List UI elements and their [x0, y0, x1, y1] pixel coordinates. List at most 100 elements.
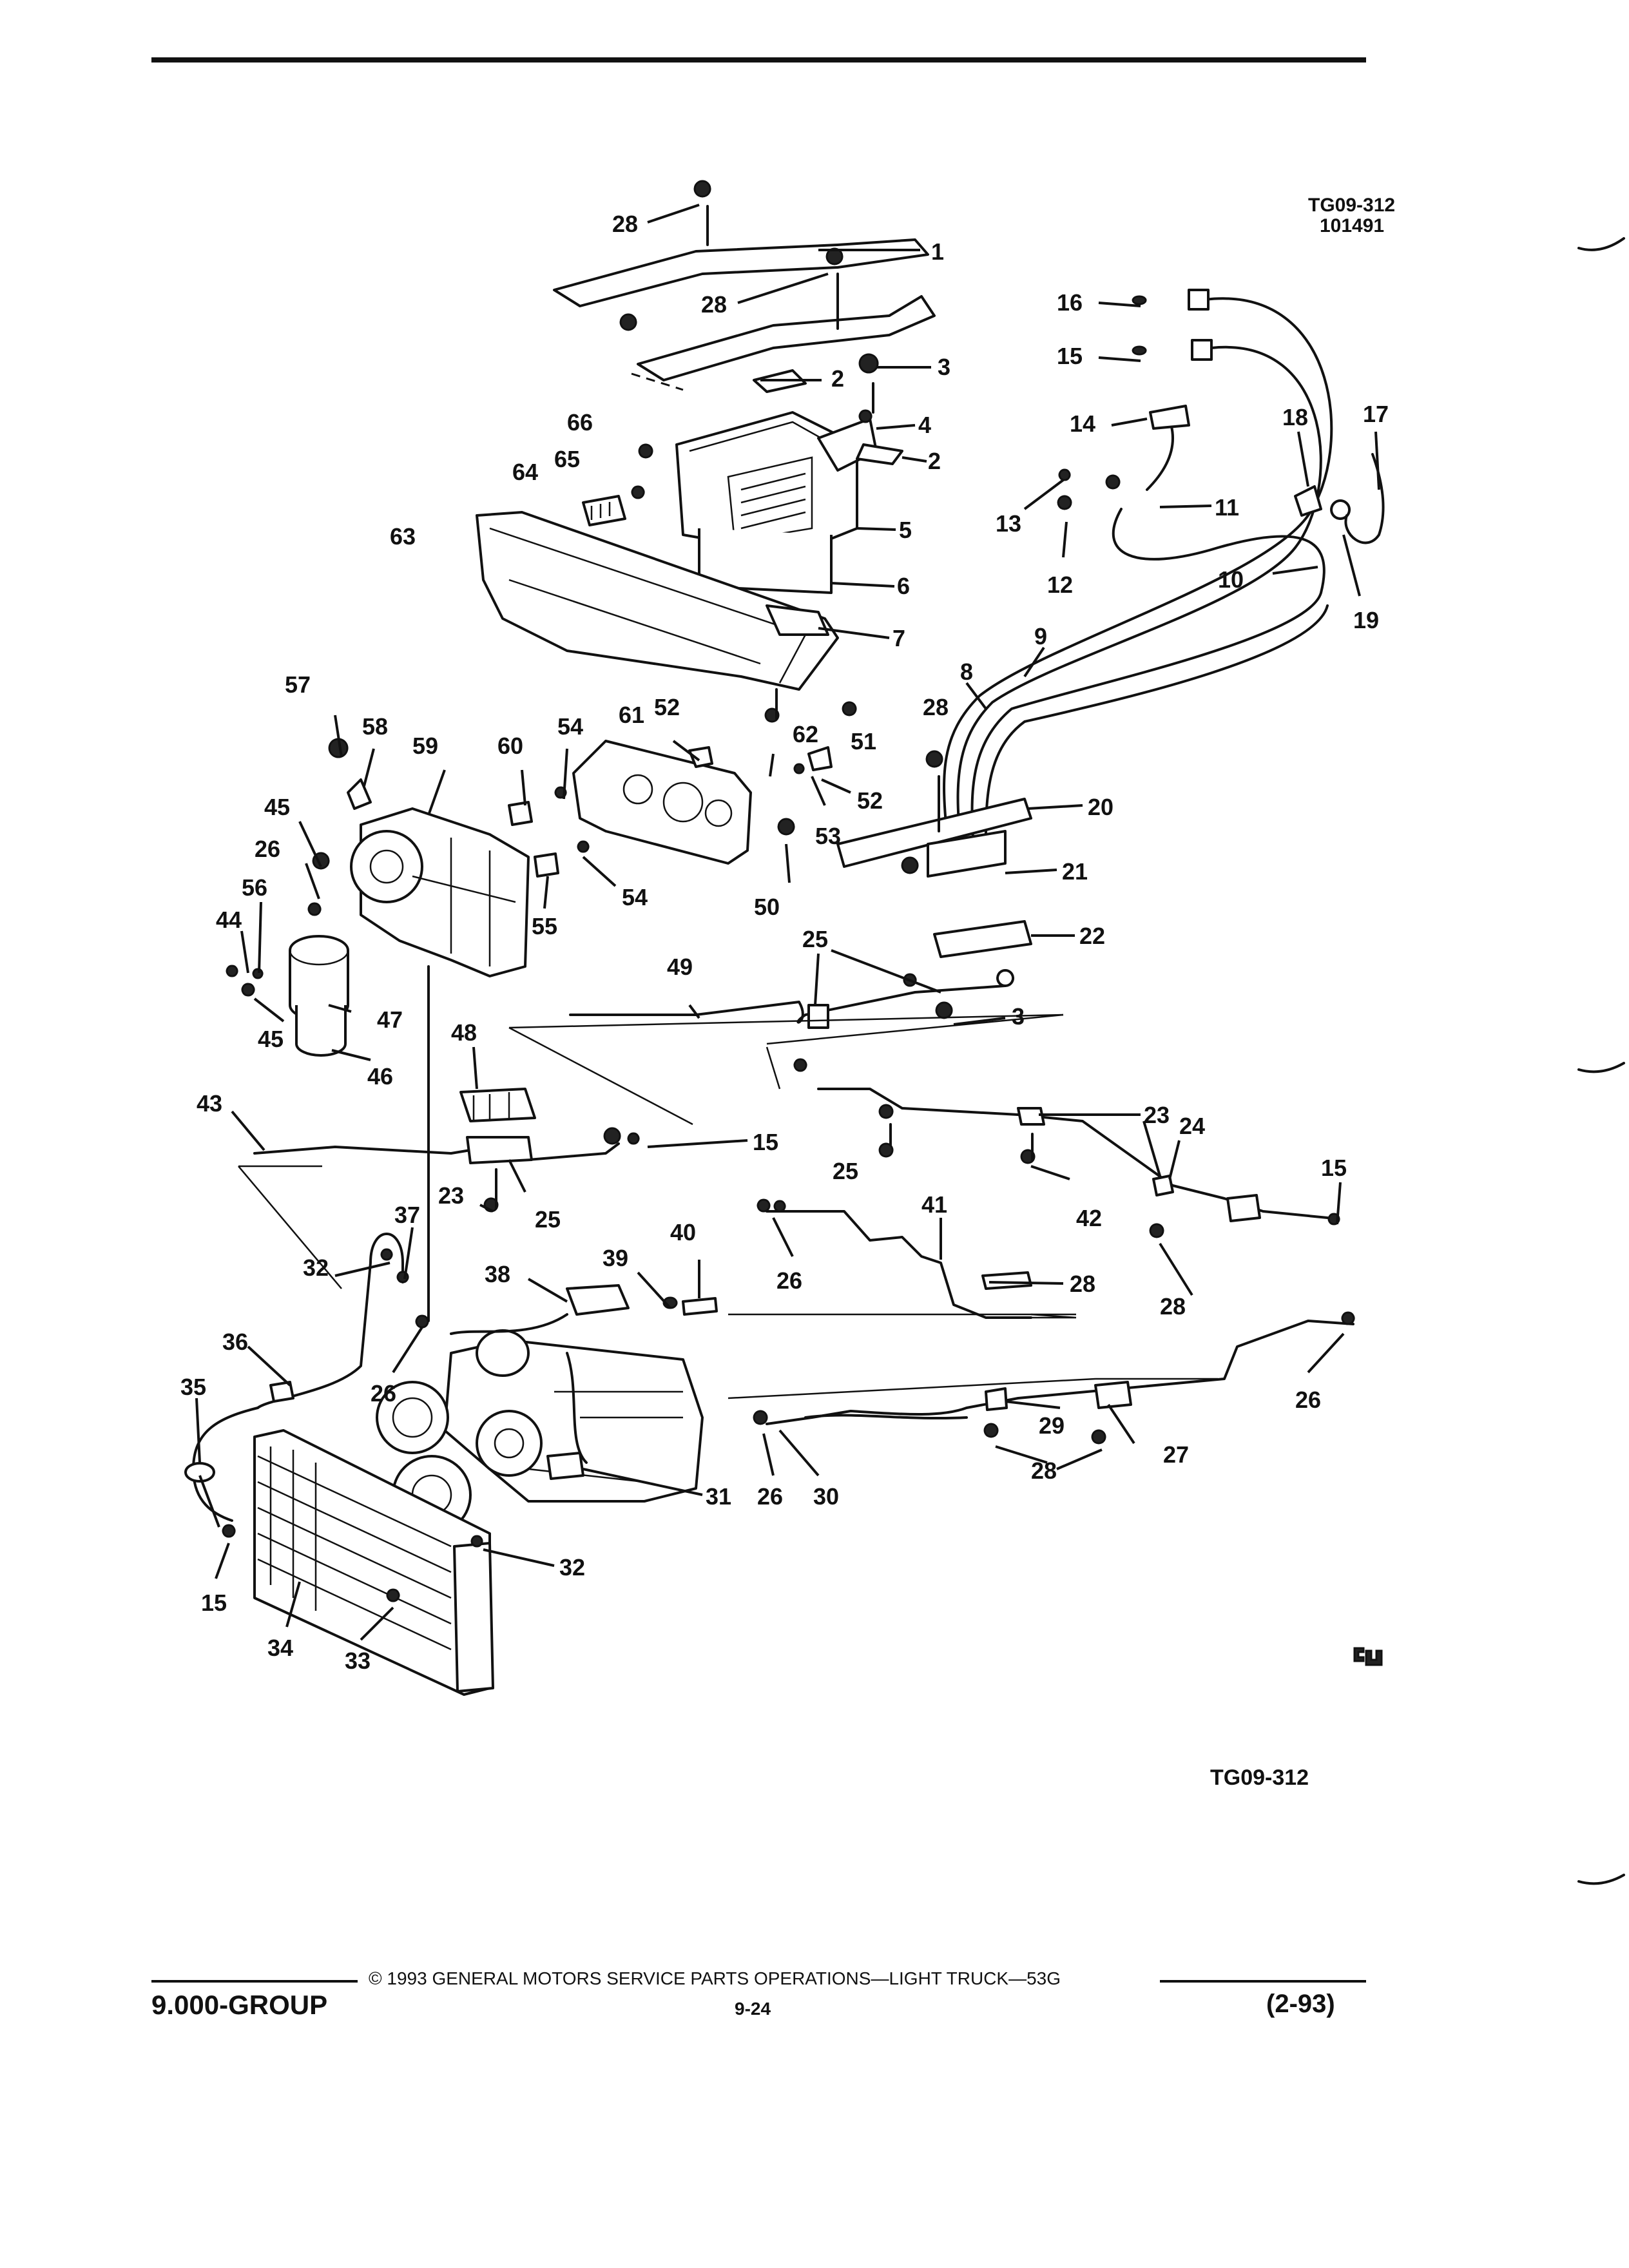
condenser: [184, 1233, 494, 1696]
callout-28-right: 28: [1160, 1293, 1186, 1320]
blower-housing: [312, 738, 530, 977]
callout-52-lower: 52: [857, 787, 883, 814]
control-head: [508, 740, 833, 878]
callout-41: 41: [921, 1191, 947, 1218]
callout-47: 47: [377, 1006, 403, 1033]
callout-7: 7: [892, 625, 905, 651]
footer-copyright: © 1993 GENERAL MOTORS SERVICE PARTS OPER…: [369, 1968, 1061, 1988]
diagram-id-bottom: TG09-312: [1210, 1765, 1309, 1790]
evaporator-module: [675, 353, 903, 594]
callout-58: 58: [362, 713, 388, 740]
callout-2-lower: 2: [928, 448, 941, 474]
callout-28-center: 28: [1070, 1271, 1095, 1297]
callout-49: 49: [667, 954, 693, 980]
callout-62: 62: [793, 721, 818, 747]
callout-43: 43: [197, 1090, 222, 1117]
callout-26-condenser: 26: [371, 1380, 396, 1407]
callout-26-right: 26: [1295, 1387, 1321, 1413]
callout-14: 14: [1070, 410, 1095, 437]
callout-65: 65: [554, 446, 580, 472]
callout-23-rear: 23: [1144, 1102, 1170, 1128]
callout-48: 48: [451, 1019, 477, 1046]
callout-61: 61: [619, 702, 644, 728]
callout-23-front: 23: [438, 1182, 464, 1209]
callout-15-front: 15: [753, 1129, 778, 1155]
callout-51: 51: [851, 728, 876, 754]
callout-32-lower: 32: [559, 1554, 585, 1581]
engine-compressor: [376, 1284, 718, 1535]
callout-15-top: 15: [1057, 343, 1083, 369]
callout-5: 5: [899, 517, 912, 543]
defroster-brackets: [553, 180, 936, 391]
callout-56: 56: [242, 874, 267, 901]
callout-27: 27: [1163, 1441, 1189, 1468]
callout-26-lower: 26: [757, 1483, 783, 1510]
footer-group: 9.000-GROUP: [151, 1990, 328, 2020]
callout-34: 34: [267, 1635, 293, 1661]
callout-12: 12: [1047, 572, 1073, 598]
callout-26-center: 26: [776, 1267, 802, 1294]
callout-42: 42: [1076, 1205, 1102, 1231]
callout-33: 33: [345, 1648, 371, 1674]
callout-55: 55: [532, 913, 557, 939]
callout-3-lower: 3: [1012, 1003, 1025, 1030]
diagram-date: 101491: [1320, 215, 1385, 236]
callout-15-rear: 15: [1321, 1155, 1347, 1181]
callout-45-lower: 45: [258, 1026, 284, 1052]
callout-6: 6: [897, 573, 910, 599]
footer-page-number: 9-24: [735, 1999, 771, 2019]
callout-17: 17: [1363, 401, 1389, 427]
callout-32-upper: 32: [303, 1254, 329, 1281]
callout-24: 24: [1179, 1113, 1205, 1139]
callout-21: 21: [1062, 858, 1088, 885]
callout-60: 60: [497, 733, 523, 759]
accumulator: [226, 902, 349, 1057]
callout-labels: 1 2 2 3 3 4 5 6 7 8 9 10 11 12 13 14 15 …: [180, 211, 1389, 1674]
callout-39: 39: [602, 1245, 628, 1271]
callout-28-top: 28: [612, 211, 638, 237]
callout-40: 40: [670, 1219, 696, 1245]
callout-31: 31: [706, 1483, 731, 1510]
callout-52-upper: 52: [654, 694, 680, 720]
callout-45-upper: 45: [264, 794, 290, 820]
footer-revision-date: (2-93): [1266, 1990, 1335, 2018]
callout-46: 46: [367, 1063, 393, 1090]
suction-line: [728, 1311, 1355, 1445]
diagram-id-top: TG09-312: [1308, 195, 1396, 216]
callout-44: 44: [216, 907, 242, 933]
callout-11: 11: [1215, 494, 1239, 521]
callout-28-bracket: 28: [701, 291, 727, 318]
callout-4: 4: [918, 412, 931, 438]
callout-38: 38: [485, 1261, 510, 1287]
callout-9: 9: [1034, 623, 1047, 649]
footer-rule-right: [1160, 1980, 1366, 1983]
heater-hoses: [836, 289, 1385, 958]
callout-2-upper: 2: [831, 365, 844, 392]
callout-59: 59: [412, 733, 438, 759]
header-rule: [151, 57, 1366, 62]
callout-50: 50: [754, 894, 780, 920]
callout-36: 36: [222, 1329, 248, 1355]
callout-25-upper: 25: [802, 926, 828, 952]
callout-25-front: 25: [535, 1206, 561, 1233]
callout-26-accumulator: 26: [255, 836, 280, 862]
callout-25-rear: 25: [833, 1158, 858, 1184]
callout-63: 63: [390, 523, 416, 550]
gm-cu-mark: [1353, 1647, 1383, 1666]
liquid-line: [728, 1198, 1077, 1319]
callout-37: 37: [394, 1202, 420, 1228]
callout-54-upper: 54: [557, 713, 583, 740]
callout-10: 10: [1218, 566, 1244, 593]
leader-lines: [195, 204, 1380, 1641]
callout-15-condenser: 15: [201, 1590, 227, 1616]
callout-66: 66: [567, 409, 593, 436]
callout-8: 8: [960, 658, 973, 685]
footer-rule-left: [151, 1980, 358, 1983]
callout-28-hoses: 28: [923, 694, 949, 720]
callout-19: 19: [1353, 607, 1379, 633]
callout-28-lower: 28: [1031, 1457, 1057, 1484]
callout-30: 30: [813, 1483, 839, 1510]
callout-53: 53: [815, 823, 841, 849]
